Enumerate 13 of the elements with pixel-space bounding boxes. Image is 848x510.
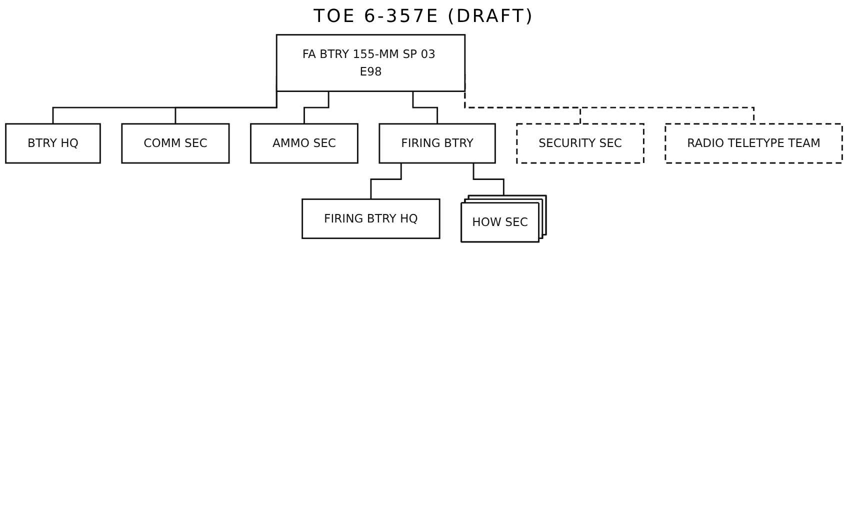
node-box: FIRING BTRY HQ (302, 198, 440, 240)
node-box: RADIO TELETYPE TEAM (664, 123, 843, 164)
node-box: FIRING BTRY (378, 123, 496, 164)
node-box: AMMO SEC (250, 123, 358, 164)
connector (412, 91, 438, 125)
connector (304, 91, 330, 125)
node-box: BTRY HQ (5, 123, 101, 164)
node-box: SECURITY SEC (516, 123, 644, 164)
connector (370, 162, 402, 200)
chart-title: TOE 6-357E (DRAFT) (312, 6, 536, 27)
node-box: FA BTRY 155-MM SP 03 E98 (276, 34, 466, 92)
node-box: COMM SEC (121, 123, 230, 164)
connector (472, 162, 505, 197)
